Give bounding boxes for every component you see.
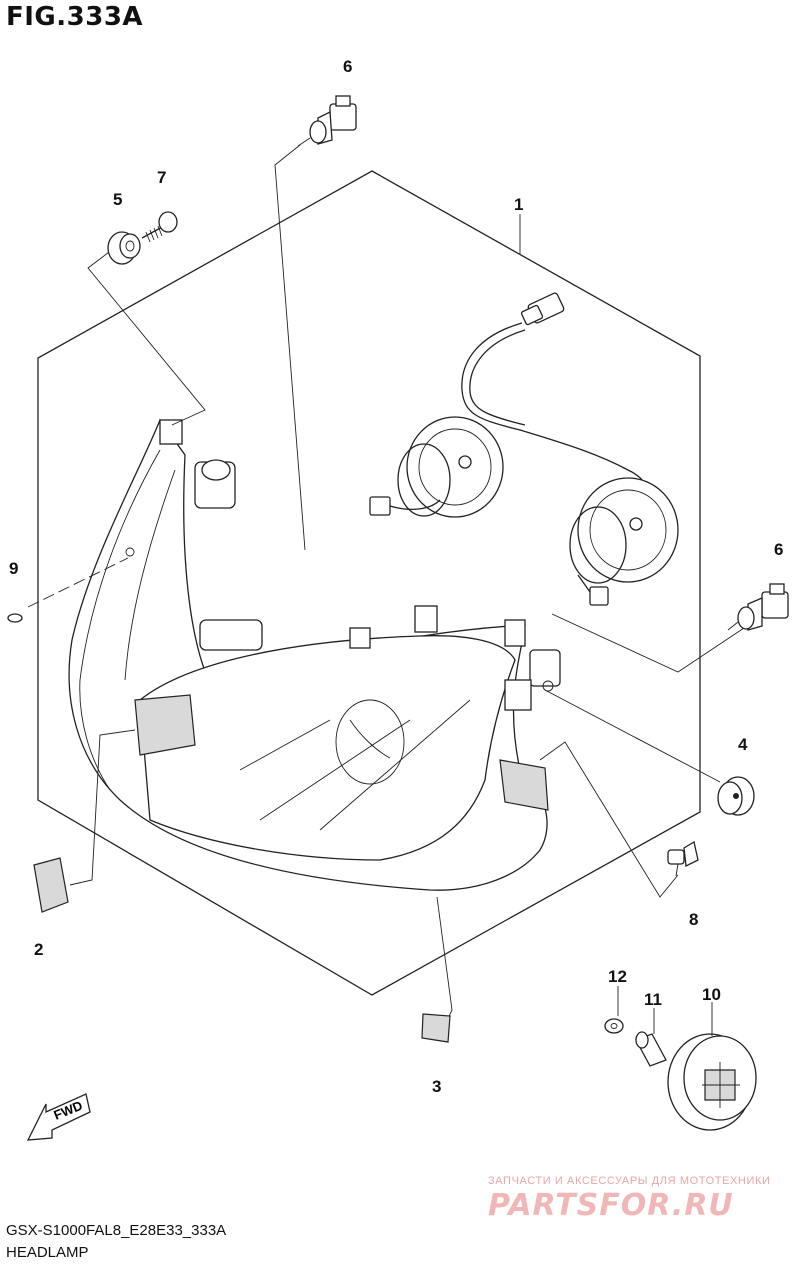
callout-3: 3 [432, 1077, 441, 1096]
callout-12: 12 [608, 967, 627, 986]
callout-4: 4 [738, 735, 748, 754]
callout-1: 1 [514, 195, 523, 214]
headlamp-housing[interactable] [68, 418, 561, 891]
pad-2[interactable] [33, 857, 69, 913]
assembly-boundary [37, 170, 701, 996]
grommet[interactable] [107, 231, 141, 265]
washer[interactable] [604, 1018, 624, 1034]
pin[interactable] [635, 1031, 667, 1067]
fwd-label: FWD [52, 1098, 85, 1123]
watermark-subtitle: ЗАПЧАСТИ И АКСЕССУАРЫ ДЛЯ МОТОТЕХНИКИ [488, 1175, 771, 1187]
callout-6-right: 6 [774, 540, 783, 559]
plug[interactable] [7, 613, 23, 623]
figure-title: FIG.333A [6, 2, 144, 32]
grommet-4[interactable] [717, 776, 755, 816]
callout-8: 8 [689, 910, 698, 929]
fwd-arrow: FWD [26, 1093, 91, 1141]
lens-cover[interactable] [667, 1033, 757, 1131]
model-code: GSX-S1000FAL8_E28E33_333A [6, 1222, 227, 1239]
push-rivet[interactable] [667, 840, 699, 877]
callout-9: 9 [9, 559, 18, 578]
section-name: HEADLAMP [6, 1244, 89, 1261]
socket-harness[interactable] [369, 292, 679, 606]
bulb-top[interactable] [297, 95, 357, 147]
watermark-brand: PARTSFOR.RU [488, 1188, 734, 1223]
callout-7: 7 [157, 168, 166, 187]
callout-6-top: 6 [343, 57, 352, 76]
leader-lines [27, 144, 769, 1036]
callout-11: 11 [644, 990, 662, 1009]
bulb-right[interactable] [727, 583, 789, 631]
reference-numbers: 1 2 3 4 5 6 6 7 8 9 10 11 12 [9, 57, 783, 1096]
screw[interactable] [141, 211, 178, 243]
callout-5: 5 [113, 190, 122, 209]
callout-10: 10 [702, 985, 721, 1004]
callout-2: 2 [34, 940, 43, 959]
pad-3[interactable] [421, 1013, 451, 1043]
